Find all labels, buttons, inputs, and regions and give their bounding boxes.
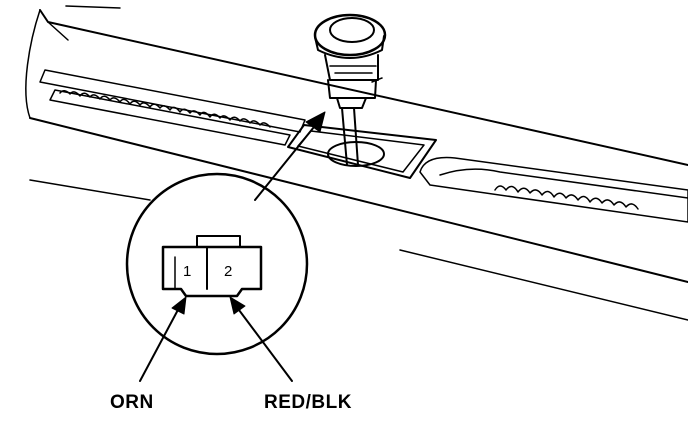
- pin-2-leader: [229, 296, 293, 382]
- pin-1-number: 1: [183, 263, 191, 280]
- pin-2-number: 2: [224, 263, 232, 280]
- wire-label-red-blk: RED/BLK: [264, 392, 352, 413]
- connector-face: [161, 235, 263, 298]
- pin-1-leader: [139, 296, 187, 382]
- left-vent: [39, 69, 306, 146]
- connector-callout: 1 2: [125, 172, 309, 356]
- right-vent: [419, 156, 688, 223]
- trim-panel: [25, 5, 688, 321]
- wire-label-orn: ORN: [110, 392, 154, 413]
- wire-harness: [341, 107, 359, 166]
- courtesy-switch: [313, 13, 387, 109]
